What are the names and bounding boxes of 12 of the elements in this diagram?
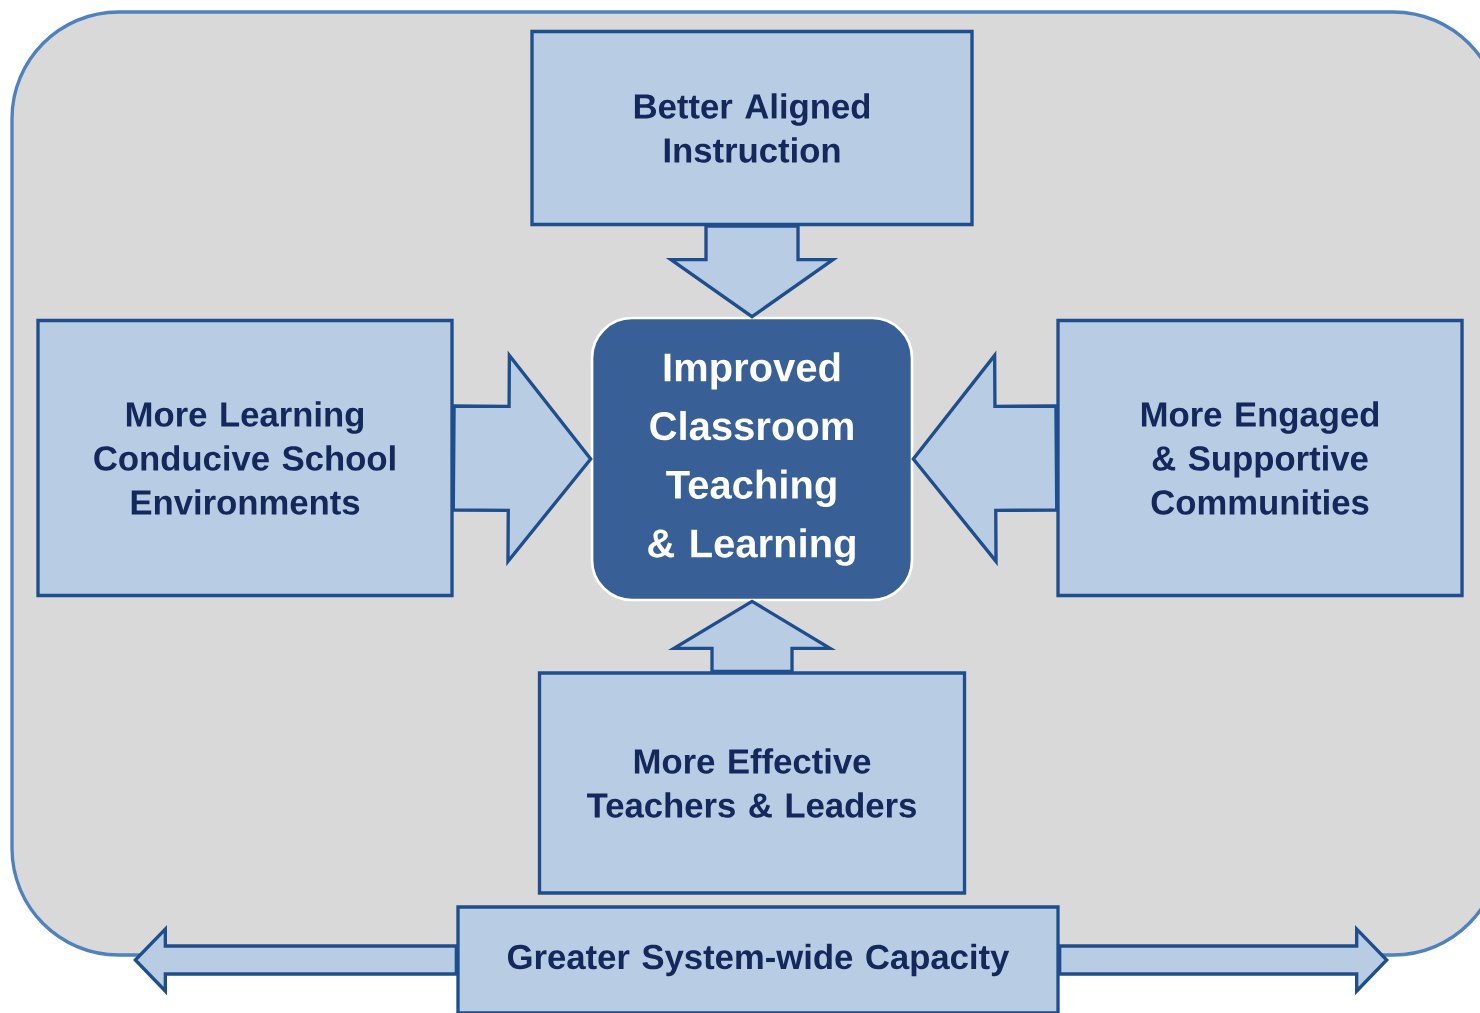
block-arrow [665, 224, 839, 319]
center-box: Improved Classroom Teaching & Learning [590, 316, 914, 602]
callout-box: More Effective Teachers & Leaders [537, 671, 967, 895]
callout-box: Better Aligned Instruction [530, 29, 974, 227]
block-arrow [911, 350, 1059, 567]
block-arrow [451, 350, 593, 567]
banner-box: Greater System-wide Capacity [456, 905, 1060, 1013]
block-arrow [668, 599, 836, 673]
callout-box: More Learning Conducive School Environments [36, 318, 454, 598]
callout-box: More Engaged & Supportive Communities [1056, 318, 1464, 598]
block-arrow [1058, 924, 1389, 996]
block-arrow [133, 924, 458, 996]
